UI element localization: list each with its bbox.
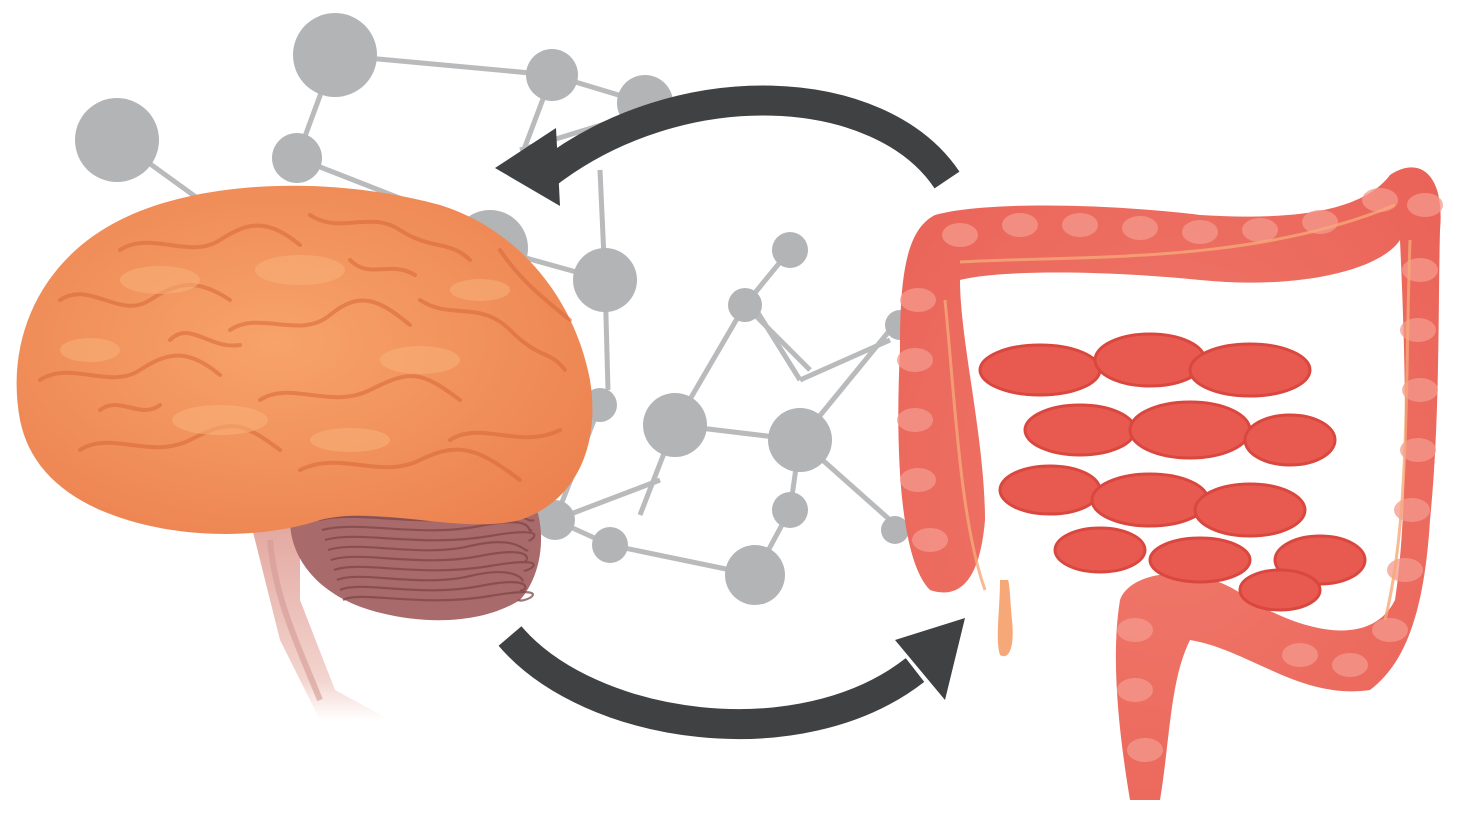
- small-intestine-coil: [1025, 405, 1135, 455]
- haustra-highlight: [1282, 643, 1318, 667]
- haustra-highlight: [900, 288, 936, 312]
- network-node: [643, 393, 707, 457]
- small-intestine-coil: [1245, 415, 1335, 465]
- haustra-highlight: [900, 468, 936, 492]
- network-node: [725, 545, 785, 605]
- haustra-highlight: [1242, 218, 1278, 242]
- haustra-highlight: [897, 348, 933, 372]
- network-node: [592, 527, 628, 563]
- small-intestine-coil: [1055, 528, 1145, 572]
- brain-highlight: [450, 279, 510, 301]
- haustra-highlight: [1122, 216, 1158, 240]
- haustra-highlight: [912, 528, 948, 552]
- haustra-highlight: [942, 223, 978, 247]
- network-node: [728, 288, 762, 322]
- network-node: [573, 248, 637, 312]
- small-intestine-coil: [1195, 484, 1305, 536]
- small-intestine-coil: [1095, 334, 1205, 386]
- haustra-highlight: [1407, 193, 1443, 217]
- brain-highlight: [255, 255, 345, 285]
- network-node: [272, 133, 322, 183]
- haustra-highlight: [1400, 318, 1436, 342]
- network-node: [75, 98, 159, 182]
- haustra-highlight: [1182, 220, 1218, 244]
- network-node: [881, 516, 909, 544]
- appendix: [998, 580, 1013, 656]
- haustra-highlight: [1062, 213, 1098, 237]
- haustra-highlight: [1127, 738, 1163, 762]
- brain-highlight: [120, 266, 200, 294]
- haustra-highlight: [897, 408, 933, 432]
- small-intestine-coil: [980, 345, 1100, 395]
- small-intestine-coil: [1000, 466, 1100, 514]
- arrow-brain-to-gut: [510, 618, 965, 724]
- haustra-highlight: [1117, 618, 1153, 642]
- network-node: [293, 13, 377, 97]
- brain-highlight: [380, 346, 460, 374]
- network-node: [772, 492, 808, 528]
- haustra-highlight: [1332, 653, 1368, 677]
- brain-highlight: [172, 405, 268, 435]
- brain-highlight: [60, 338, 120, 362]
- small-intestine-coil: [1130, 402, 1250, 458]
- haustra-highlight: [1002, 213, 1038, 237]
- arrow-gut-to-brain: [495, 101, 947, 206]
- haustra-highlight: [1372, 618, 1408, 642]
- small-intestine-coil: [1092, 474, 1208, 526]
- small-intestine-coil: [1190, 344, 1310, 396]
- haustra-highlight: [1117, 678, 1153, 702]
- small-intestine-coil: [1150, 538, 1250, 582]
- network-node: [768, 408, 832, 472]
- network-node: [772, 232, 808, 268]
- gut: [897, 167, 1443, 800]
- brain-highlight: [310, 428, 390, 452]
- network-node: [526, 49, 578, 101]
- haustra-highlight: [1362, 188, 1398, 212]
- network-edge: [800, 340, 890, 380]
- small-intestine-coil: [1240, 570, 1320, 610]
